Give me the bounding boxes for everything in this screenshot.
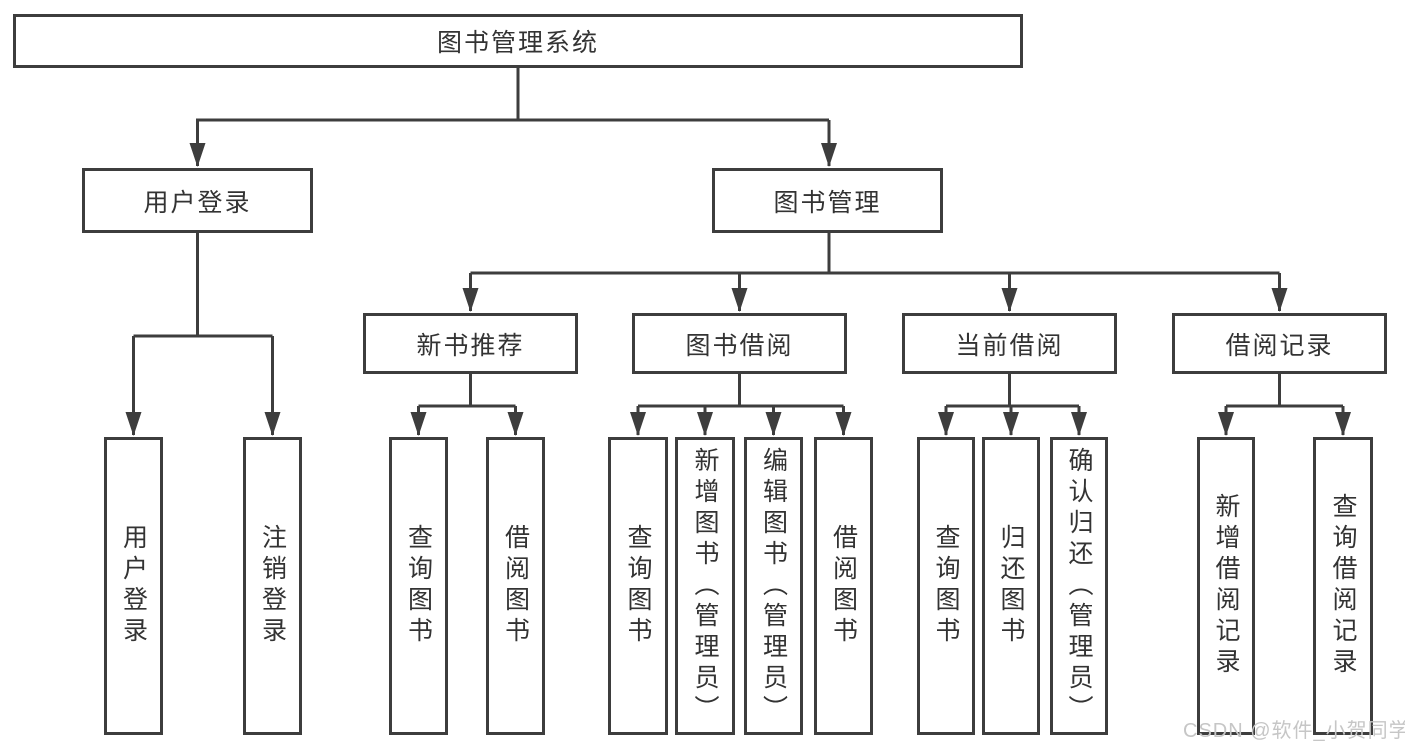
leaf-logout: 注销登录 (243, 437, 302, 735)
node-book-management: 图书管理 (712, 168, 943, 233)
node-book-borrow: 图书借阅 (632, 313, 847, 374)
leaf-borrow-edit-books-admin: 编辑图书（管理员） (744, 437, 803, 735)
leaf-recommend-borrow-books: 借阅图书 (486, 437, 545, 735)
node-root: 图书管理系统 (13, 14, 1023, 68)
node-user-login: 用户登录 (82, 168, 313, 233)
leaf-records-query-record: 查询借阅记录 (1313, 437, 1373, 735)
leaf-records-add-record: 新增借阅记录 (1197, 437, 1255, 735)
leaf-user-login: 用户登录 (104, 437, 163, 735)
node-new-book-recommend: 新书推荐 (363, 313, 578, 374)
leaf-current-query-books: 查询图书 (917, 437, 975, 735)
node-current-borrow: 当前借阅 (902, 313, 1117, 374)
leaf-borrow-borrow-books: 借阅图书 (814, 437, 873, 735)
leaf-borrow-add-books-admin: 新增图书（管理员） (675, 437, 735, 735)
leaf-borrow-query-books: 查询图书 (608, 437, 668, 735)
leaf-current-return-books: 归还图书 (982, 437, 1040, 735)
watermark-text: CSDN @软件_小贺同学 (1183, 720, 1405, 742)
leaf-current-confirm-return-admin: 确认归还（管理员） (1050, 437, 1108, 735)
leaf-recommend-query-books: 查询图书 (389, 437, 448, 735)
node-borrow-records: 借阅记录 (1172, 313, 1387, 374)
